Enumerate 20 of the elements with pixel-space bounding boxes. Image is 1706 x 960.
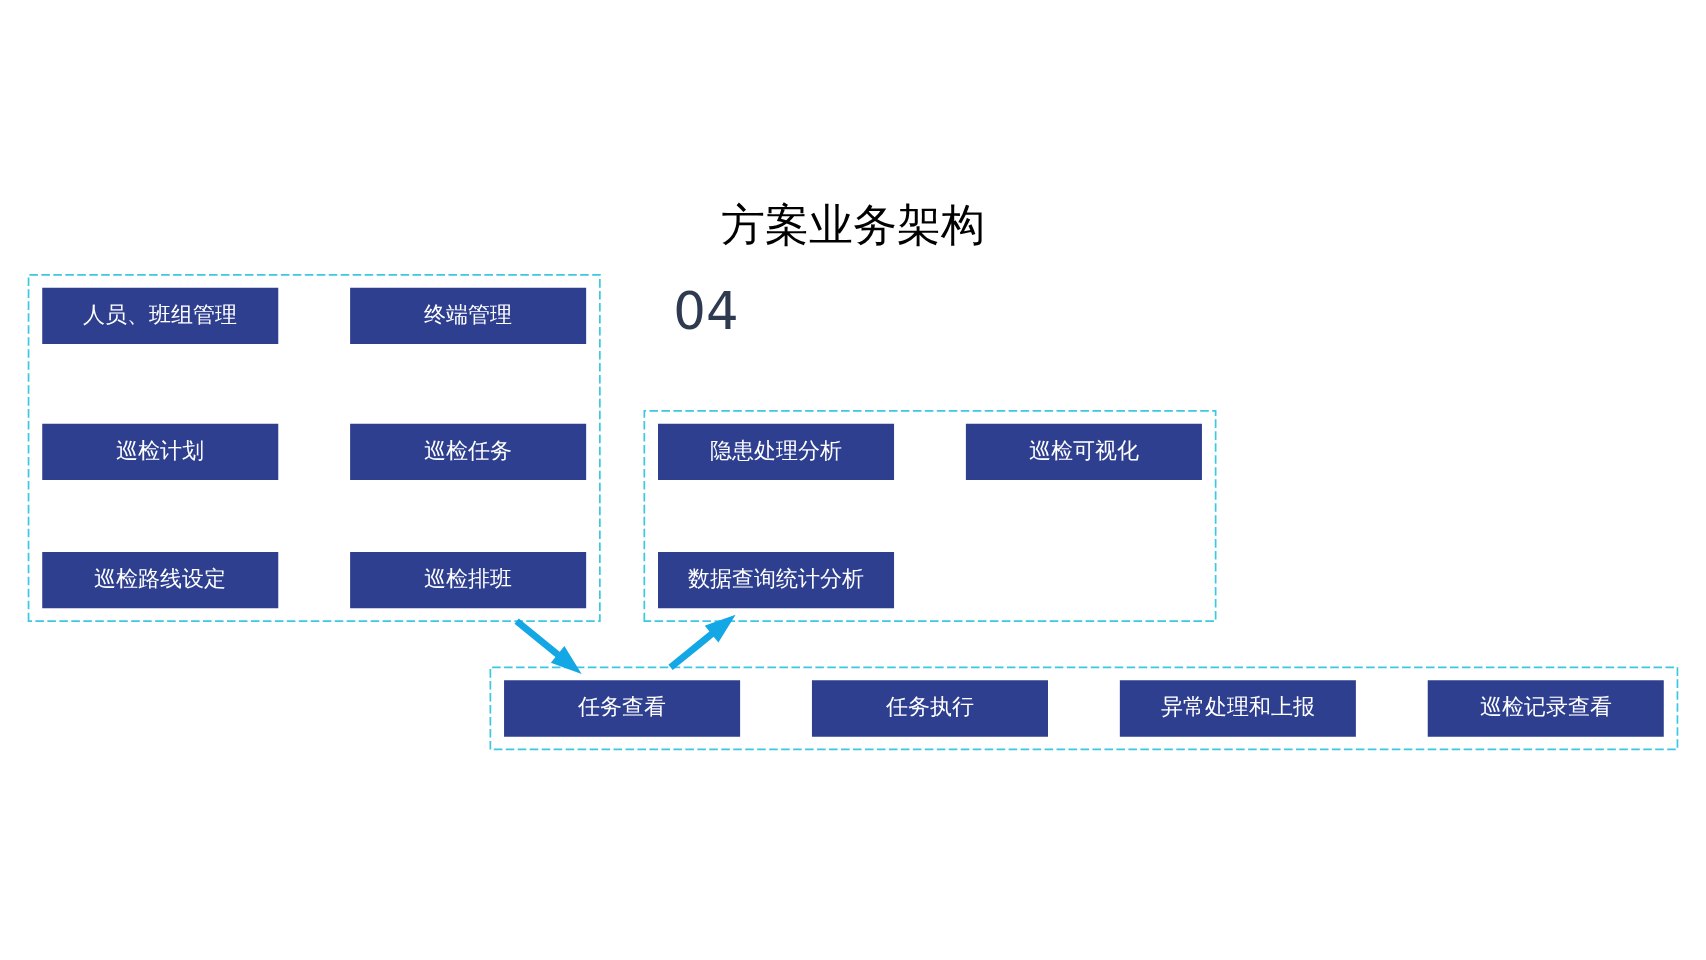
node-box: 巡检记录查看	[1427, 679, 1664, 737]
cluster	[489, 666, 1679, 750]
node-box: 巡检路线设定	[42, 551, 279, 608]
node-box: 人员、班组管理	[42, 287, 279, 344]
label: 04	[673, 280, 739, 341]
node-box: 巡检任务	[350, 423, 587, 480]
cluster	[27, 273, 601, 622]
node-box: 数据查询统计分析	[658, 551, 895, 608]
node-box: 任务查看	[504, 679, 741, 737]
arrow	[668, 614, 736, 670]
node-box: 隐患处理分析	[658, 423, 895, 480]
arrow	[514, 618, 582, 674]
node-box: 巡检排班	[350, 551, 587, 608]
diagram-title: 方案业务架构	[721, 198, 985, 250]
node-box: 巡检计划	[42, 423, 279, 480]
node-box: 巡检可视化	[965, 423, 1202, 480]
node-box: 异常处理和上报	[1119, 679, 1356, 737]
cluster	[643, 409, 1217, 622]
node-box: 任务执行	[811, 679, 1048, 737]
node-box: 终端管理	[350, 287, 587, 344]
